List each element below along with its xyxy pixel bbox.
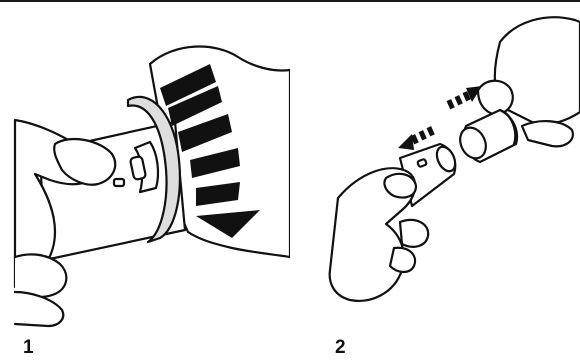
step-panel-1: 1: [0, 2, 290, 361]
step-panel-2: 2: [290, 2, 580, 361]
arrow-left: [398, 126, 435, 150]
cap-indicator: [114, 179, 124, 186]
step-number-1: 1: [23, 338, 34, 358]
arrow-right: [447, 86, 482, 109]
step-number-2: 2: [335, 338, 346, 358]
step-2-illustration: [290, 2, 580, 332]
step-1-illustration: [0, 2, 290, 332]
